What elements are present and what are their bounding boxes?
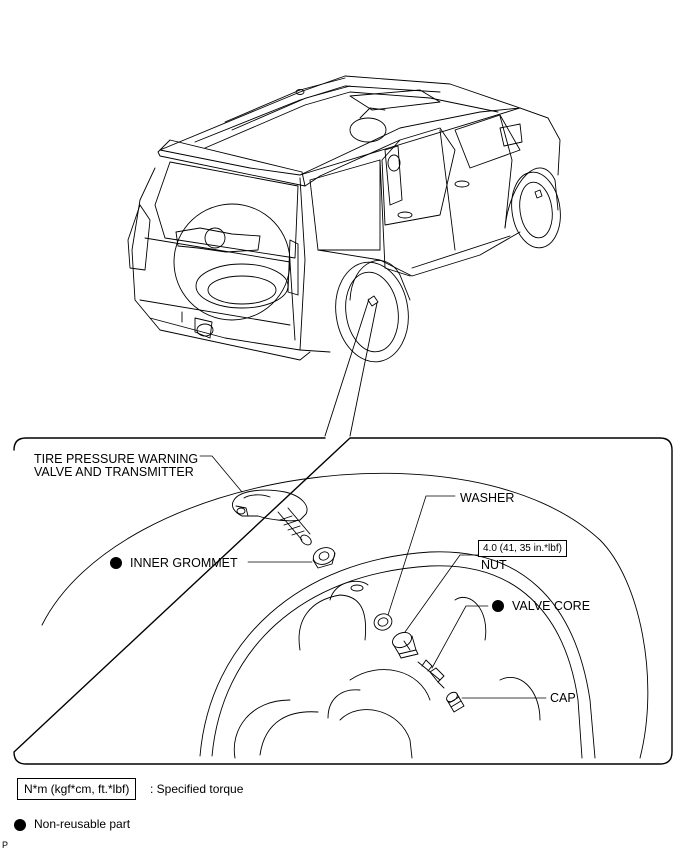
nut-part [392,631,419,659]
legend-non-reusable-marker [14,819,26,831]
washer-label: WASHER [460,491,515,505]
detail-frame [13,437,673,765]
inner-grommet-label: INNER GROMMET [130,556,238,570]
valve-core-part [417,659,445,689]
nut-label: NUT [481,558,507,572]
cap-label: CAP [550,691,576,705]
transmitter-label-line2: VALVE AND TRANSMITTER [34,465,194,479]
corner-mark: P [2,840,9,850]
cap-part [446,691,465,713]
wheel-detail [41,472,649,759]
nut-torque-value: 4.0 (41, 35 in.*lbf) [478,540,567,557]
leader-lines [199,455,547,699]
vehicle-illustration [127,75,561,363]
transmitter-label-line1: TIRE PRESSURE WARNING [34,452,199,466]
inner-grommet-part [312,547,336,569]
legend-non-reusable-description: Non-reusable part [34,817,131,831]
transmitter-part [231,489,312,546]
valve-core-label: VALVE CORE [512,599,591,613]
washer-part [373,613,393,631]
callout-lines [324,298,378,437]
legend-torque-description: : Specified torque [150,782,244,796]
non-reusable-marker-grommet [110,557,122,569]
non-reusable-marker-valve-core [492,600,504,612]
legend-torque-unit-box: N*m (kgf*cm, ft.*lbf) [17,778,137,800]
